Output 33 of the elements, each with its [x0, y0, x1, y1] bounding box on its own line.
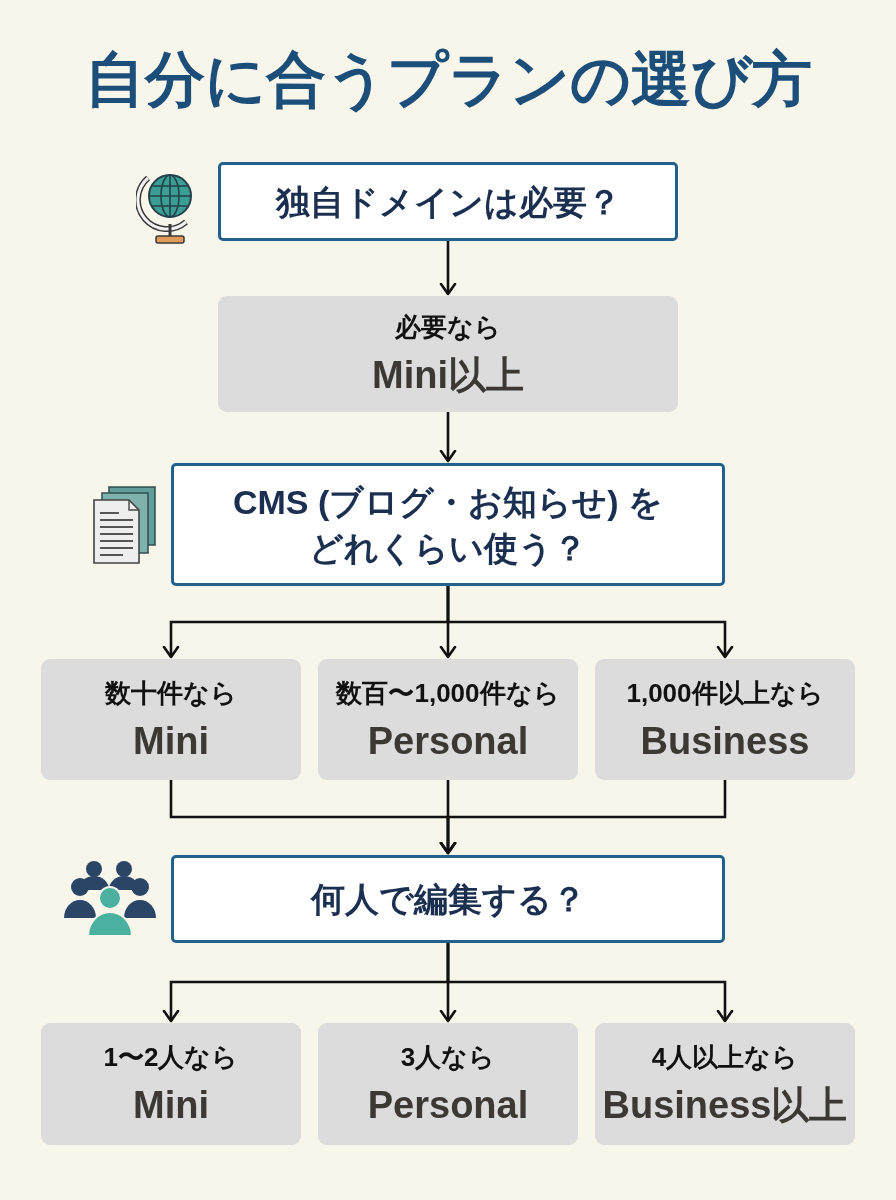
question-text: CMS (ブログ・お知らせ) をどれくらい使う？	[231, 481, 665, 569]
result-box	[318, 659, 578, 780]
arrow	[439, 412, 457, 463]
plan-name: Business以上	[602, 1083, 848, 1128]
condition-text: 1〜2人なら	[103, 1041, 239, 1074]
plan-name: Mini	[133, 1083, 209, 1128]
result-box	[595, 659, 855, 780]
plan-name: Personal	[367, 718, 529, 764]
question-box	[171, 463, 725, 586]
question-text: 独自ドメインは必要？	[275, 181, 621, 223]
plan-name: Mini	[133, 718, 209, 764]
condition-text: 数十件なら	[105, 676, 237, 710]
question-text: 何人で編集する？	[310, 879, 586, 920]
plan-name: Mini以上	[372, 353, 524, 398]
result-box	[595, 1023, 855, 1145]
plan-name: Business	[640, 718, 810, 764]
condition-text: 必要なら	[395, 311, 501, 344]
condition-text: 3人なら	[400, 1041, 496, 1074]
result-box	[218, 296, 678, 412]
condition-text: 4人以上なら	[651, 1041, 799, 1074]
plan-name: Personal	[367, 1083, 529, 1128]
condition-text: 1,000件以上なら	[626, 676, 824, 710]
title: 自分に合うプランの選び方	[83, 45, 813, 115]
question-box	[171, 855, 725, 943]
arrow	[446, 586, 734, 659]
condition-text: 数百〜1,000件なら	[336, 676, 560, 710]
arrow	[439, 241, 457, 296]
result-box	[41, 659, 301, 780]
result-box	[41, 1023, 301, 1145]
result-box	[318, 1023, 578, 1145]
arrow	[446, 943, 734, 1023]
arrow	[439, 780, 727, 855]
question-box	[218, 162, 678, 241]
